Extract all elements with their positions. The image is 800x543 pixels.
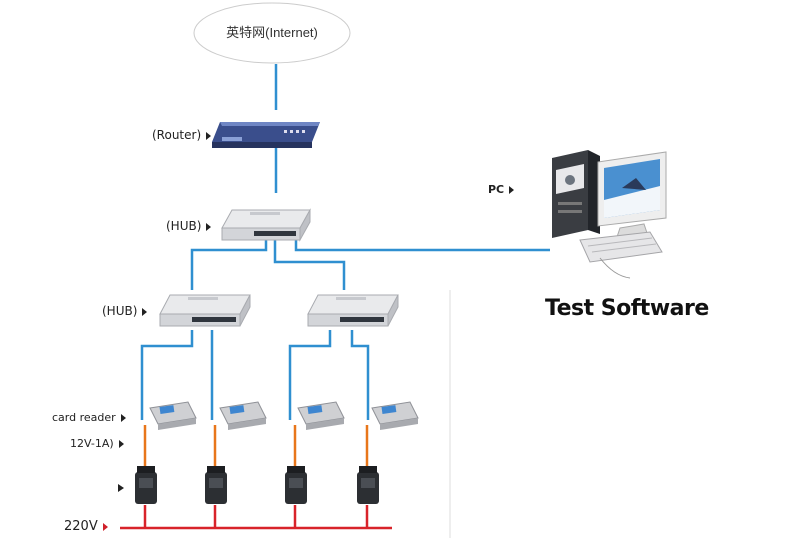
hub-left-label-text: (HUB)	[102, 304, 138, 318]
mains-label-text: 220V	[64, 519, 98, 534]
arrow-icon	[509, 186, 515, 194]
power-adapter-icon-3	[285, 466, 307, 504]
card-reader-label: card reader	[52, 411, 126, 424]
card-reader-icon-1	[149, 401, 197, 430]
router-label-text: (Router)	[152, 128, 202, 142]
arrow-icon	[118, 440, 124, 448]
pc-label: PC	[488, 183, 515, 196]
card-reader-icon-4	[371, 401, 419, 430]
arrow-icon	[102, 522, 108, 531]
hub-icon-top	[221, 208, 311, 242]
arrow-icon	[206, 131, 212, 140]
internet-label: 英特网(Internet)	[226, 25, 318, 40]
network-links	[140, 64, 550, 420]
power-links	[143, 425, 369, 470]
router-icon	[212, 122, 320, 148]
mains-label: 220V	[64, 519, 108, 534]
hub-icon-right	[307, 294, 399, 327]
card-reader-label-text: card reader	[52, 411, 116, 424]
mains-links	[120, 505, 392, 530]
power-adapter-icon-4	[357, 466, 379, 504]
test-software-title: Test Software	[545, 296, 709, 321]
power-spec-label-text: 12V-1A)	[70, 437, 114, 450]
hub-icon-left	[159, 294, 251, 327]
card-reader-icon-2	[219, 401, 267, 430]
power-adapter-icon-2	[205, 466, 227, 504]
hub-top-label: (HUB)	[166, 219, 212, 233]
power-spec-label: 12V-1A)	[70, 437, 124, 450]
hub-left-label: (HUB)	[102, 304, 148, 318]
pc-icon	[552, 150, 667, 279]
arrow-icon	[120, 414, 126, 422]
arrow-icon	[206, 222, 212, 231]
arrow-icon	[142, 307, 148, 316]
card-reader-icon-3	[297, 401, 345, 430]
power-adapter-icon-1	[135, 466, 157, 504]
adapter-arrow-icon	[118, 484, 124, 492]
pc-label-text: PC	[488, 183, 505, 196]
internet-cloud	[193, 2, 351, 64]
router-label: (Router)	[152, 128, 212, 142]
hub-top-label-text: (HUB)	[166, 219, 202, 233]
